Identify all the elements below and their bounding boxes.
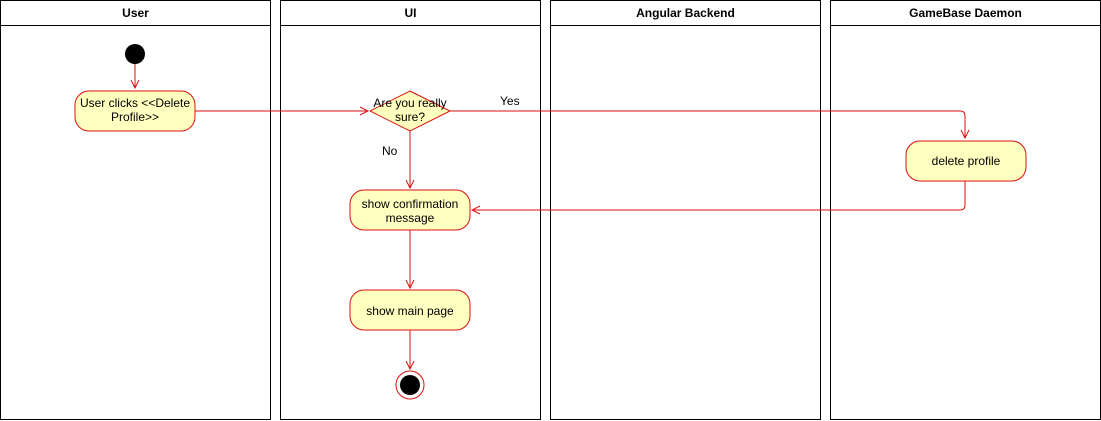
decision-line1: Are you really (373, 96, 446, 110)
action-user-clicks-line1: User clicks <<Delete (80, 96, 190, 110)
lane-header-user: User (1, 1, 270, 26)
action-show-main-page: show main page (349, 289, 471, 331)
action-show-confirmation-message: show confirmation message (349, 189, 471, 231)
edge-decision-yes-to-delete-profile (450, 110, 965, 138)
decision-line2: sure? (395, 110, 425, 124)
action-show-confirmation-line2: message (386, 211, 435, 225)
action-show-main-page-label: show main page (366, 304, 454, 318)
edge-label-yes: Yes (500, 94, 520, 108)
edge-label-no: No (382, 144, 398, 158)
action-user-clicks-line2: Profile>> (111, 110, 159, 124)
edge-delete-profile-to-confirmation (472, 181, 966, 210)
lane-header-gamebase-daemon: GameBase Daemon (831, 1, 1100, 26)
lane-header-angular-backend: Angular Backend (551, 1, 820, 26)
end-node (395, 370, 425, 400)
action-delete-profile: delete profile (905, 140, 1027, 182)
start-node (125, 44, 145, 64)
action-user-clicks-delete-profile: User clicks <<Delete Profile>> (74, 90, 196, 132)
action-delete-profile-label: delete profile (932, 154, 1001, 168)
action-show-confirmation-line1: show confirmation (362, 197, 459, 211)
lane-header-ui: UI (281, 1, 540, 26)
decision-are-you-sure: Are you really sure? (368, 90, 452, 132)
